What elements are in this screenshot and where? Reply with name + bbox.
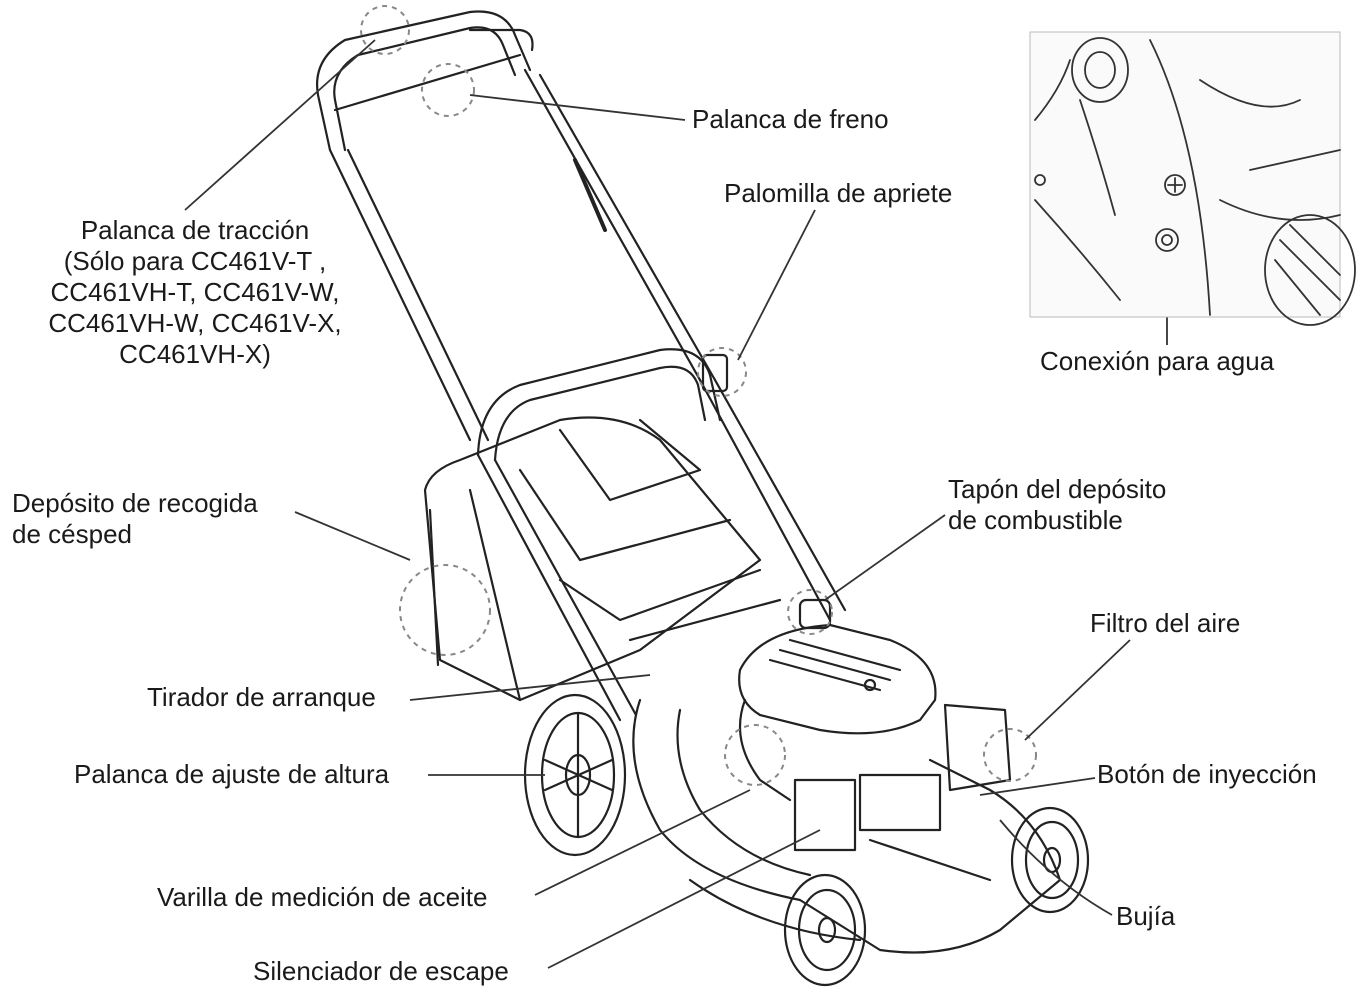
leader-starter-handle: [409, 674, 651, 701]
label-drive-lever: Palanca de tracción (Sólo para CC461V-T …: [25, 215, 365, 370]
leader-wing-nut: [737, 209, 816, 361]
callout-grass-bag: [399, 564, 491, 656]
label-fuel-cap-line-1: Tapón del depósito: [948, 474, 1167, 504]
label-grass-bag-line-1: Depósito de recogida: [12, 488, 258, 518]
callout-drive-lever: [360, 5, 410, 55]
mower-deck: [632, 698, 1062, 954]
leader-muffler: [547, 829, 821, 969]
label-grass-bag: Depósito de recogida de césped: [12, 488, 258, 550]
leader-fuel-cap: [824, 514, 946, 601]
front-right-wheel: [1010, 806, 1090, 914]
label-drive-lever-models-3: CC461VH-W, CC461V-X,: [48, 308, 342, 338]
leader-primer-button: [979, 777, 1096, 796]
label-primer-button: Botón de inyección: [1097, 759, 1317, 789]
callout-air-filter: [983, 728, 1037, 782]
leader-oil-dipstick: [534, 789, 751, 896]
label-water-connection: Conexión para agua: [1040, 346, 1275, 376]
leader-air-filter: [1024, 639, 1131, 741]
callout-fuel-cap: [787, 589, 833, 635]
leader-spark-plug: [999, 819, 1113, 916]
label-drive-lever-models-4: CC461VH-X): [119, 339, 271, 369]
label-muffler: Silenciador de escape: [253, 956, 509, 986]
callout-oil-dipstick: [724, 724, 786, 786]
leader-drive-lever: [184, 39, 376, 211]
grass-bag: [423, 416, 782, 702]
label-drive-lever-models-2: CC461VH-T, CC461V-W,: [50, 277, 340, 307]
callout-brake-lever: [421, 63, 475, 117]
label-brake-lever: Palanca de freno: [692, 104, 889, 134]
handle-bar: [316, 10, 717, 442]
front-left-wheel: [783, 873, 867, 987]
label-wing-nut: Palomilla de apriete: [724, 178, 953, 208]
lower-handle: [476, 348, 847, 722]
label-height-lever: Palanca de ajuste de altura: [74, 759, 390, 789]
label-spark-plug: Bujía: [1116, 901, 1176, 931]
label-fuel-cap: Tapón del depósito de combustible: [948, 474, 1166, 536]
label-air-filter: Filtro del aire: [1090, 608, 1241, 638]
callout-wing-nut: [697, 347, 747, 397]
label-fuel-cap-line-2: de combustible: [948, 505, 1123, 535]
label-grass-bag-line-2: de césped: [12, 519, 132, 549]
label-oil-dipstick: Varilla de medición de aceite: [157, 882, 488, 912]
inset-detail-view: [1029, 31, 1356, 326]
label-drive-lever-models-1: (Sólo para CC461V-T ,: [63, 246, 327, 276]
engine: [738, 598, 1012, 852]
label-drive-lever-title: Palanca de tracción: [80, 215, 310, 245]
label-starter-handle: Tirador de arranque: [147, 682, 376, 712]
leader-brake-lever: [469, 94, 686, 121]
leader-grass-bag: [294, 511, 411, 561]
